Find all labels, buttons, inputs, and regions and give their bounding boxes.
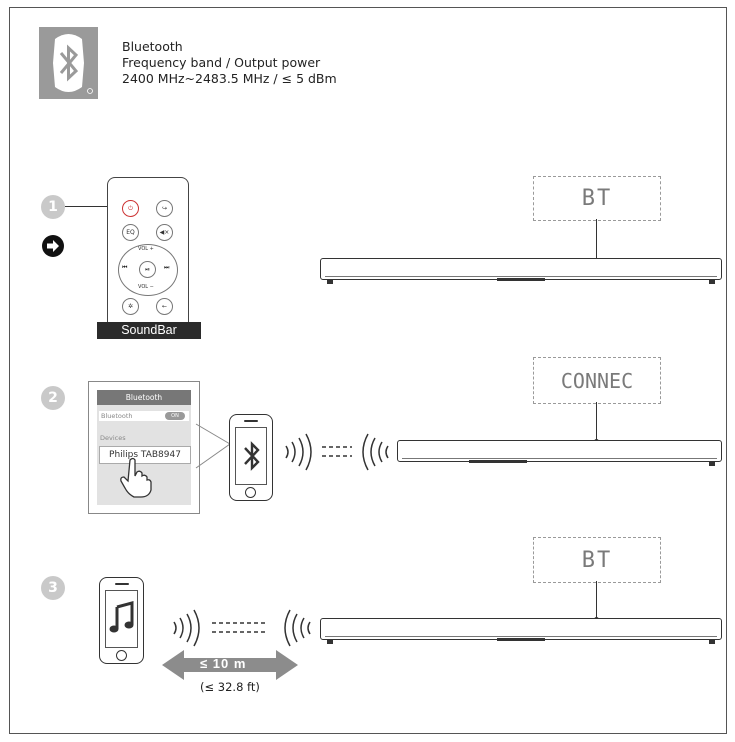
callout-lines (195, 423, 231, 469)
phone-step-2 (229, 414, 273, 501)
step-2-display: CONNEC (533, 357, 661, 404)
devices-label: Devices (100, 434, 126, 442)
source-button[interactable]: ↪ (156, 200, 173, 217)
soundbar-1 (320, 258, 722, 284)
bluetooth-toggle-row: Bluetooth ON (99, 411, 189, 421)
power-button[interactable]: ⏻ (122, 200, 139, 217)
eq-button[interactable]: EQ (122, 224, 139, 241)
step-3-display: BT (533, 537, 661, 583)
step-1-number: 1 (41, 195, 65, 219)
spec-title: Bluetooth (122, 39, 183, 54)
mute-button[interactable]: ◀× (156, 224, 173, 241)
range-arrow (162, 650, 298, 680)
step-2-number: 2 (41, 386, 65, 410)
signal-waves-icon (285, 433, 389, 471)
leader-line-3 (596, 581, 597, 619)
prev-button[interactable]: ⏮ (122, 264, 128, 271)
settings-button[interactable]: ✲ (122, 298, 139, 315)
remote-control: ⏻ ↪ EQ ◀× VOL + VOL − ⏮ ⏯ ⏭ ✲ ← (107, 177, 189, 334)
step-3-number: 3 (41, 576, 65, 600)
bluetooth-spec: Bluetooth Frequency band / Output power … (122, 39, 337, 87)
arrow-right-icon (42, 235, 64, 257)
hand-pointer-icon (120, 457, 152, 498)
bluetooth-icon (53, 34, 93, 94)
panel-title: Bluetooth (97, 390, 191, 405)
page-frame (9, 7, 727, 734)
play-pause-button[interactable]: ⏯ (139, 261, 156, 278)
range-distance: ≤ 10 m (200, 656, 247, 671)
leader-line-1 (596, 219, 597, 260)
spec-line-3: 2400 MHz~2483.5 MHz / ≤ 5 dBm (122, 71, 337, 86)
spec-line-2: Frequency band / Output power (122, 55, 321, 70)
music-note-icon (109, 601, 134, 633)
remote-label: SoundBar (97, 322, 201, 339)
bluetooth-toggle[interactable]: ON (165, 412, 185, 420)
phone-step-3 (99, 577, 144, 664)
phone-screen (105, 590, 138, 648)
vol-down-button[interactable]: VOL − (138, 284, 154, 290)
phone-screen (235, 427, 267, 485)
next-button[interactable]: ⏭ (164, 264, 170, 271)
step-1-display: BT (533, 176, 661, 221)
range-distance-ft: (≤ 32.8 ft) (200, 680, 260, 694)
bluetooth-logo (39, 27, 98, 99)
back-button[interactable]: ← (156, 298, 173, 315)
device-list-item[interactable]: Philips TAB8947 (99, 446, 191, 464)
vol-up-button[interactable]: VOL + (138, 246, 154, 252)
soundbar-3 (320, 618, 722, 644)
soundbar-2 (397, 440, 722, 466)
nav-ring (118, 244, 178, 296)
bluetooth-icon (244, 441, 260, 471)
signal-waves-icon (173, 609, 311, 647)
bluetooth-settings-panel: Bluetooth Bluetooth ON Devices Philips T… (88, 381, 200, 514)
leader-line-2 (596, 402, 597, 441)
toggle-label: Bluetooth (101, 412, 133, 420)
